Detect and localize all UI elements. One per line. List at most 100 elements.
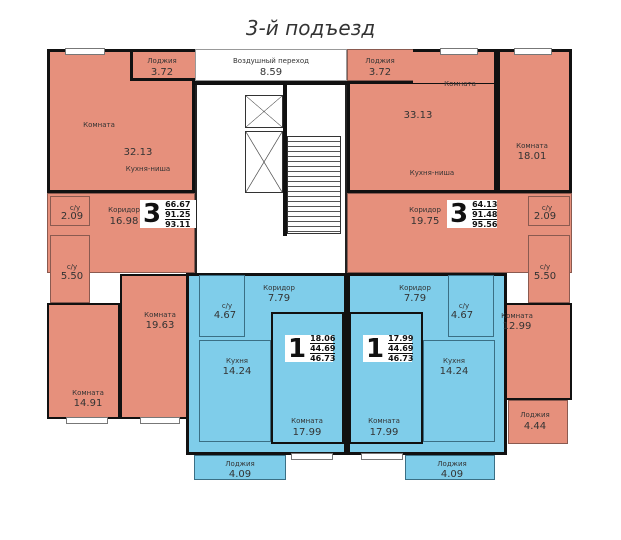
label: 3.72 (368, 67, 392, 78)
label: 7.79 (403, 293, 427, 304)
label: с/у (458, 302, 470, 310)
label: 17.99 (292, 427, 322, 438)
label: 4.44 (523, 421, 547, 432)
apt2-bedroom (497, 49, 572, 193)
label: Комната (444, 80, 476, 88)
label: Комната (83, 121, 115, 129)
label: 2.09 (60, 211, 84, 222)
living-area: 17.99 (388, 334, 414, 344)
label: 33.13 (403, 110, 433, 121)
label: 17.99 (369, 427, 399, 438)
apt2-wc1 (528, 196, 570, 226)
label: Комната (516, 142, 548, 150)
elevator-2 (245, 131, 283, 193)
label: Кухня-ниша (409, 169, 455, 177)
air-passage (195, 49, 347, 81)
label: Лоджия (147, 57, 177, 65)
label: Кухня (225, 357, 249, 365)
living-area: 64.13 (472, 199, 498, 210)
label: Комната (291, 417, 323, 425)
label: 7.79 (267, 293, 291, 304)
total-area-with-loggia: 46.73 (310, 354, 336, 363)
rooms-count: 1 (288, 333, 307, 364)
label: 4.67 (213, 310, 237, 321)
label: Кухня (442, 357, 466, 365)
label: 14.24 (439, 366, 469, 377)
rooms-count: 1 (366, 333, 385, 364)
air-passage-name: Воздушный переход (233, 57, 309, 65)
total-area: 91.25 (165, 209, 191, 220)
total-area: 91.48 (472, 209, 498, 220)
apt2-loggia2 (508, 400, 568, 444)
label: Комната (368, 417, 400, 425)
label: Коридор (263, 284, 295, 292)
label: 3.72 (150, 67, 174, 78)
label: с/у (541, 204, 553, 212)
window (65, 48, 105, 55)
label: Комната (501, 312, 533, 320)
label: 19.63 (145, 320, 175, 331)
living-area: 18.06 (310, 334, 336, 344)
apt2-loggia (347, 49, 415, 81)
label: 19.75 (410, 216, 440, 227)
window (140, 417, 180, 424)
elevator-1 (245, 95, 283, 128)
apt3-loggia (194, 455, 286, 480)
label: Комната (72, 389, 104, 397)
total-area: 44.69 (310, 344, 336, 354)
label: Лоджия (365, 57, 395, 65)
apt3-room (271, 312, 344, 444)
label: с/у (221, 302, 233, 310)
label: 5.50 (533, 271, 557, 282)
apt4-wc (448, 275, 494, 337)
window (514, 48, 552, 55)
label: 4.09 (440, 469, 464, 480)
living-area: 66.67 (165, 199, 191, 210)
label: Лоджия (520, 411, 550, 419)
label: Лоджия (437, 460, 467, 468)
label: с/у (66, 263, 78, 271)
apt1-wc2 (50, 235, 90, 303)
apt4-kitchen (423, 340, 495, 442)
label: 16.98 (109, 216, 139, 227)
label: с/у (539, 263, 551, 271)
apt1-room3 (47, 303, 120, 419)
apt3-wc (199, 275, 245, 337)
air-passage-area: 8.59 (259, 67, 283, 78)
label: Кухня-ниша (125, 165, 171, 173)
window (66, 417, 108, 424)
wall (195, 81, 347, 85)
label: 12.99 (502, 321, 532, 332)
total-area-with-loggia: 95.56 (472, 219, 498, 229)
rooms-count: 3 (450, 199, 469, 229)
rooms-count: 3 (143, 199, 162, 229)
window (291, 453, 333, 460)
label: 18.01 (517, 151, 547, 162)
label: 4.09 (228, 469, 252, 480)
apt1-wc1 (50, 196, 90, 226)
label: Коридор (108, 206, 140, 214)
apt2-room3 (498, 303, 572, 400)
label: Коридор (409, 206, 441, 214)
label: 32.13 (123, 147, 153, 158)
apt4-room (349, 312, 423, 444)
window (361, 453, 403, 460)
window (440, 48, 478, 55)
label: с/у (69, 204, 81, 212)
total-area-with-loggia: 93.11 (165, 219, 191, 229)
label: 14.91 (73, 398, 103, 409)
label: 5.50 (60, 271, 84, 282)
label: 4.67 (450, 310, 474, 321)
label: 14.24 (222, 366, 252, 377)
apt1-room2 (120, 274, 195, 419)
total-area-with-loggia: 46.73 (388, 354, 414, 363)
